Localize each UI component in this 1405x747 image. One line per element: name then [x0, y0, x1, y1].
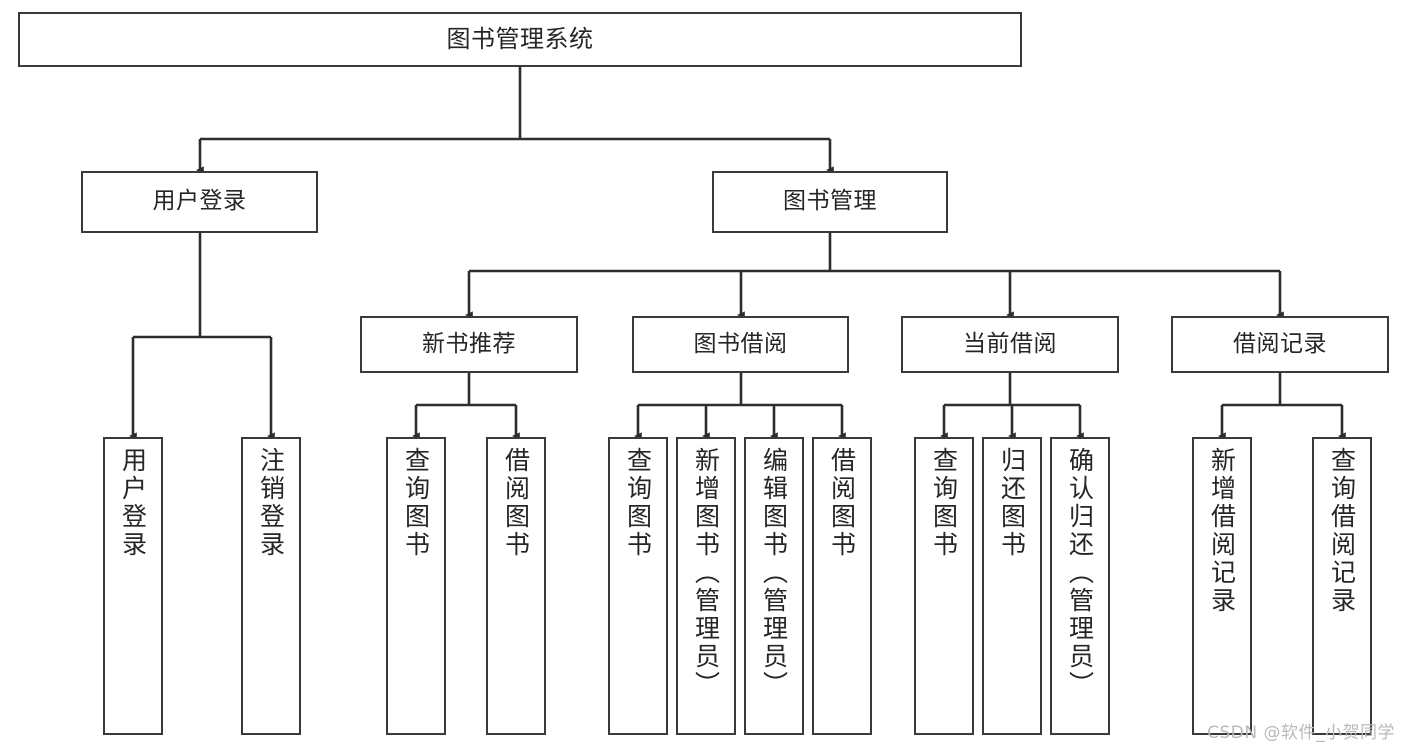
node-label: 新增借阅记录 — [1207, 447, 1237, 615]
node-label: 注销登录 — [256, 447, 286, 559]
node-label: 图书管理 — [783, 188, 877, 215]
node-label: 查询借阅记录 — [1327, 447, 1357, 615]
node-label: 编辑图书（管理员） — [759, 447, 789, 699]
watermark-label: CSDN @软件_小贺同学 — [1207, 723, 1395, 743]
node-c2[interactable]: 归还图书 — [982, 437, 1042, 735]
node-records[interactable]: 借阅记录 — [1171, 316, 1389, 373]
node-label: 新增图书（管理员） — [691, 447, 721, 699]
node-label: 确认归还（管理员） — [1065, 447, 1095, 699]
node-bookmgmt[interactable]: 图书管理 — [712, 171, 948, 233]
node-login[interactable]: 用户登录 — [81, 171, 318, 233]
node-label: 归还图书 — [997, 447, 1027, 559]
node-n1[interactable]: 查询图书 — [386, 437, 446, 735]
node-label: 查询图书 — [623, 447, 653, 559]
node-c3[interactable]: 确认归还（管理员） — [1050, 437, 1110, 735]
node-l1[interactable]: 用户登录 — [103, 437, 163, 735]
node-label: 用户登录 — [118, 447, 148, 559]
node-b1[interactable]: 查询图书 — [608, 437, 668, 735]
node-label: 图书借阅 — [693, 330, 788, 357]
node-label: 查询图书 — [929, 447, 959, 559]
node-label: 借阅图书 — [827, 447, 857, 559]
node-label: 查询图书 — [401, 447, 431, 559]
node-label: 新书推荐 — [422, 330, 516, 357]
node-b2[interactable]: 新增图书（管理员） — [676, 437, 736, 735]
node-label: 借阅记录 — [1233, 330, 1327, 357]
node-current[interactable]: 当前借阅 — [901, 316, 1119, 373]
node-label: 借阅图书 — [501, 447, 531, 559]
node-label: 用户登录 — [152, 188, 247, 215]
node-c1[interactable]: 查询图书 — [914, 437, 974, 735]
node-root[interactable]: 图书管理系统 — [18, 12, 1022, 67]
node-r2[interactable]: 查询借阅记录 — [1312, 437, 1372, 735]
node-borrow[interactable]: 图书借阅 — [632, 316, 849, 373]
node-newbook[interactable]: 新书推荐 — [360, 316, 578, 373]
node-l2[interactable]: 注销登录 — [241, 437, 301, 735]
node-b4[interactable]: 借阅图书 — [812, 437, 872, 735]
node-label: 当前借阅 — [963, 330, 1057, 357]
node-n2[interactable]: 借阅图书 — [486, 437, 546, 735]
node-label: 图书管理系统 — [446, 25, 594, 54]
node-r1[interactable]: 新增借阅记录 — [1192, 437, 1252, 735]
node-b3[interactable]: 编辑图书（管理员） — [744, 437, 804, 735]
